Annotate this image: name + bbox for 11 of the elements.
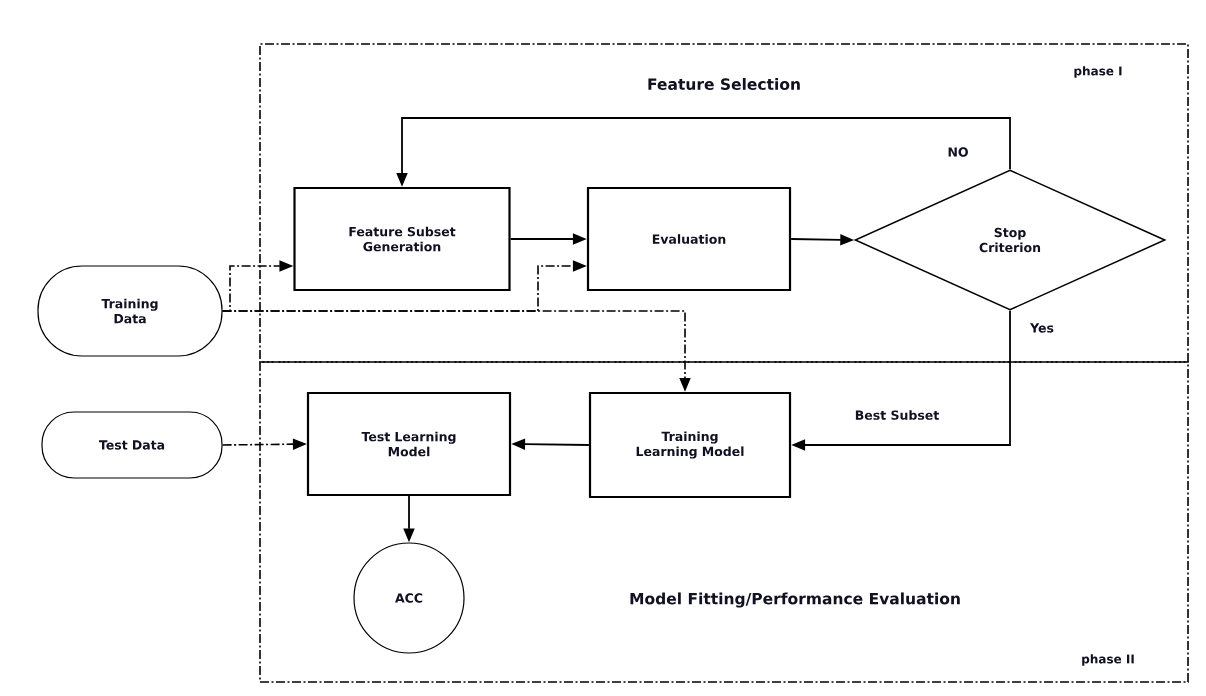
phase-label: phase I xyxy=(1074,66,1122,78)
edge-label: Yes xyxy=(1028,321,1056,335)
panel-title: Feature Selection xyxy=(648,78,800,90)
process-box: Training Learning Model xyxy=(588,391,792,499)
subset-label: Best Subset xyxy=(855,410,939,420)
process-box: Test Learning Model xyxy=(306,391,512,497)
edge-label: NO xyxy=(945,145,971,159)
phase-label: phase II xyxy=(1082,654,1134,666)
process-box: Evaluation xyxy=(586,186,792,292)
process-box: Feature Subset Generation xyxy=(293,186,511,292)
panel-title: Model Fitting/Performance Evaluation xyxy=(630,592,960,608)
